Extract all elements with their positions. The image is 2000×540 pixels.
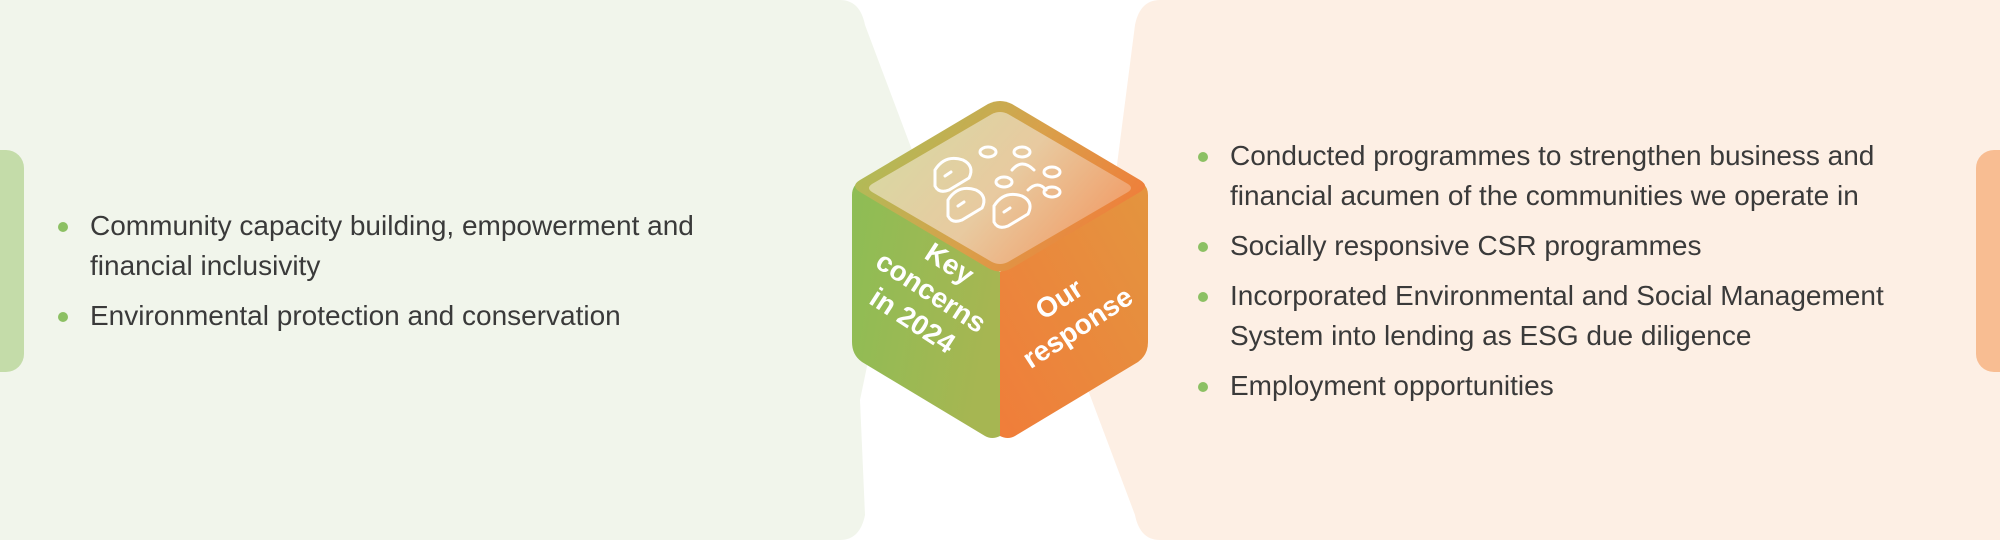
list-item: Incorporated Environmental and Social Ma… <box>1188 276 1948 356</box>
response-text: Incorporated Environmental and Social Ma… <box>1230 280 1884 351</box>
concern-text: Environmental protection and conservatio… <box>90 300 621 331</box>
bullet-icon <box>1198 152 1208 162</box>
community-people-icon <box>933 145 1062 229</box>
cube-top-inner <box>869 112 1131 264</box>
response-text: Conducted programmes to strengthen busin… <box>1230 140 1875 211</box>
list-item: Conducted programmes to strengthen busin… <box>1188 136 1948 216</box>
list-item: Employment opportunities <box>1188 366 1948 406</box>
left-side-tab <box>0 150 24 372</box>
bullet-icon <box>1198 242 1208 252</box>
cube-left-face <box>852 180 1000 438</box>
response-text: Employment opportunities <box>1230 370 1554 401</box>
list-item: Environmental protection and conservatio… <box>48 296 708 336</box>
key-concerns-list: Community capacity building, empowerment… <box>48 206 708 346</box>
bullet-icon <box>1198 292 1208 302</box>
response-text: Socially responsive CSR programmes <box>1230 230 1702 261</box>
concern-text: Community capacity building, empowerment… <box>90 210 694 281</box>
list-item: Socially responsive CSR programmes <box>1188 226 1948 266</box>
cube-right-face <box>1000 180 1148 438</box>
bullet-icon <box>58 312 68 322</box>
our-response-panel <box>1088 0 2000 540</box>
bullet-icon <box>58 222 68 232</box>
bullet-icon <box>1198 382 1208 392</box>
right-side-tab <box>1976 150 2000 372</box>
our-response-list: Conducted programmes to strengthen busin… <box>1188 136 1948 416</box>
key-concerns-panel <box>0 0 912 540</box>
list-item: Community capacity building, empowerment… <box>48 206 708 286</box>
